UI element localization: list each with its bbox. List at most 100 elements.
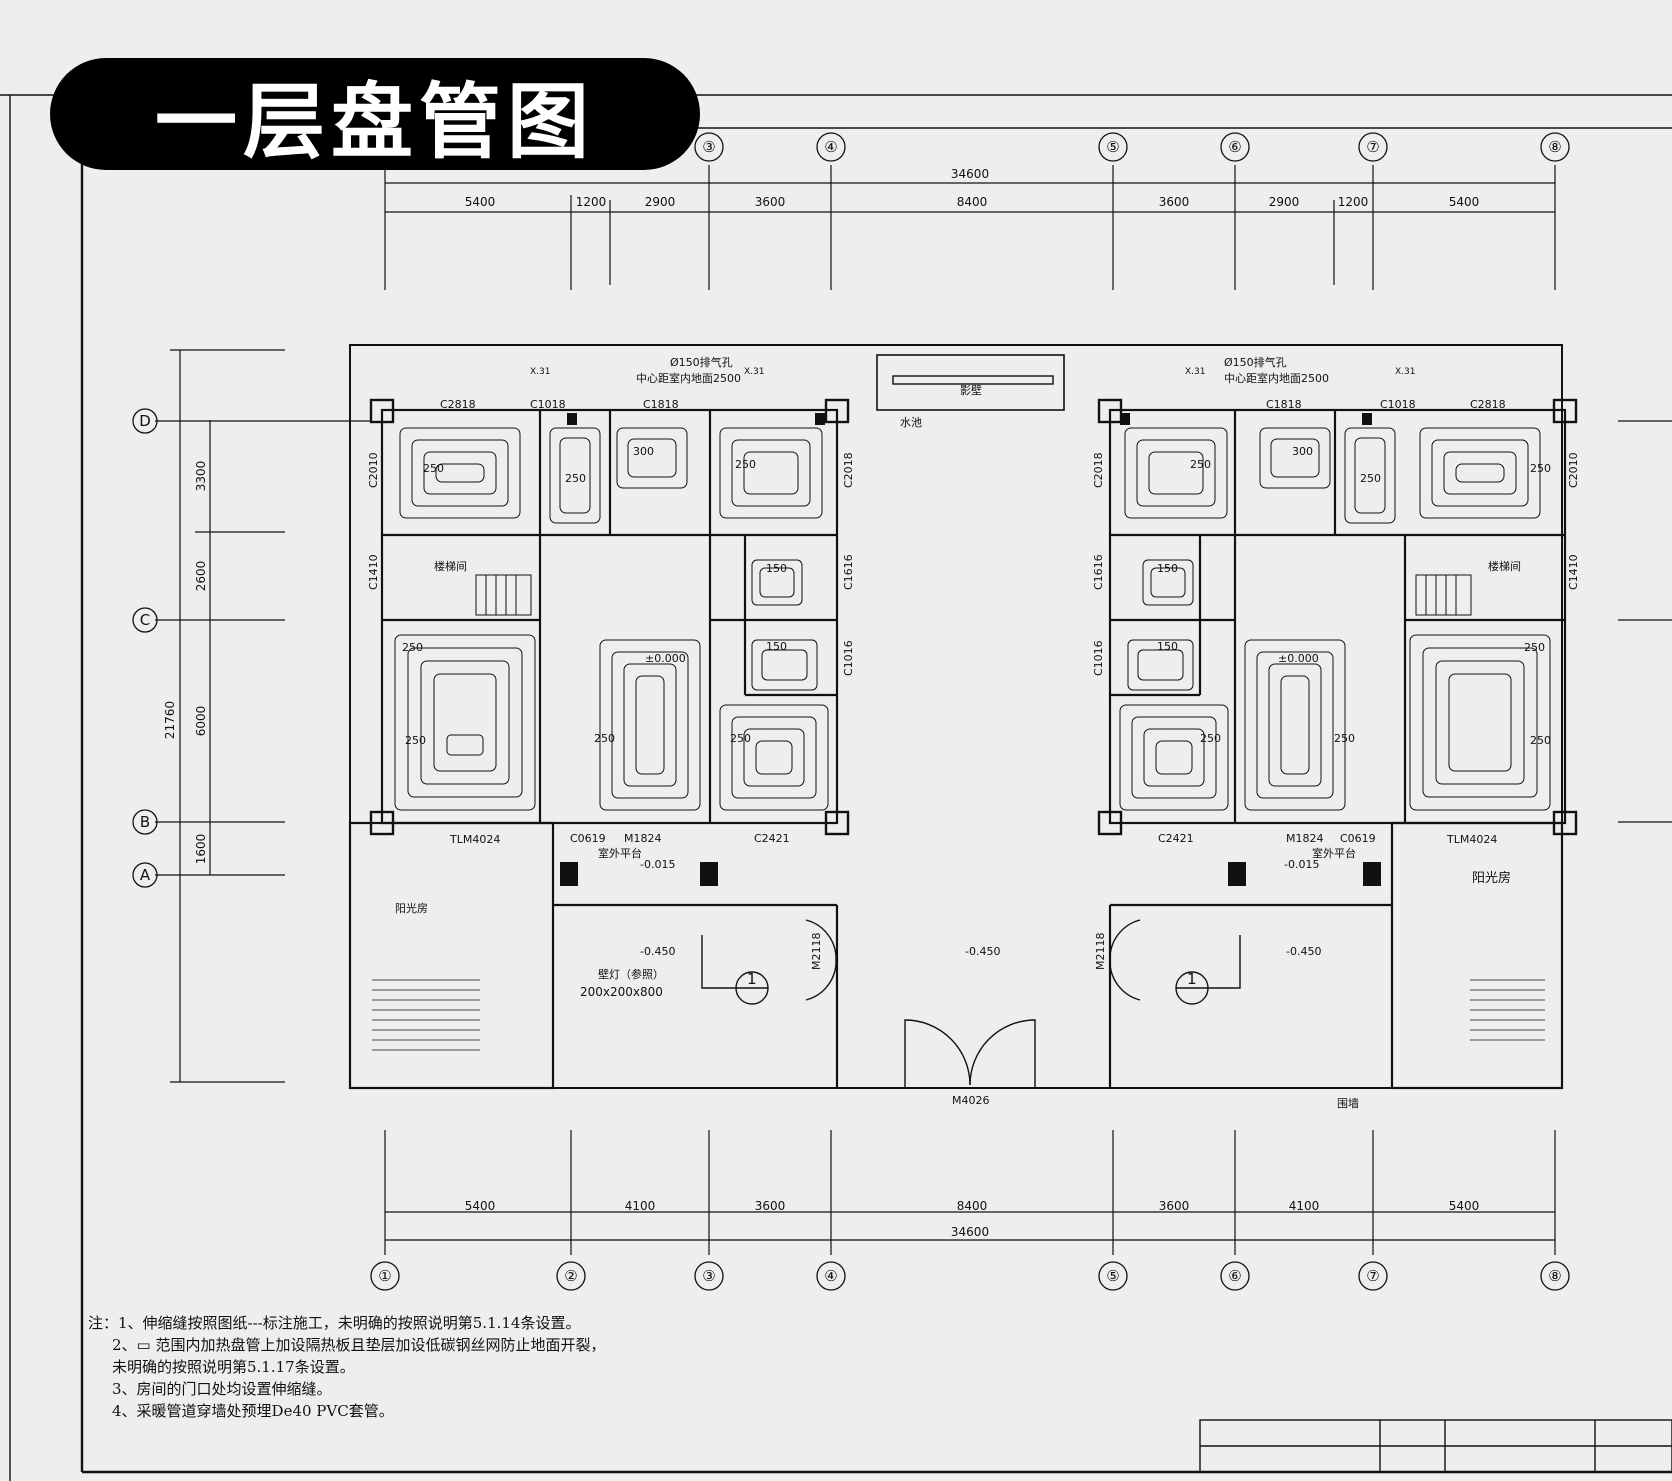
coil-spacing: 150 <box>1157 640 1178 653</box>
row-axis <box>132 408 158 888</box>
coil-spacing: 150 <box>1157 562 1178 575</box>
axis-label: ⑤ <box>1106 1267 1119 1285</box>
note-line: 2、▭ 范围内加热盘管上加设隔热板且垫层加设低碳钢丝网防止地面开裂， <box>112 1336 606 1354</box>
label-stair: 楼梯间 <box>1488 559 1521 573</box>
dim-top: 2900 <box>1269 195 1300 209</box>
coil-spacing: 250 <box>405 734 426 747</box>
door-label: M4026 <box>952 1094 990 1107</box>
coil-spacing: 300 <box>1292 445 1313 458</box>
drawing-notes: 注：1、伸缩缝按照图纸---标注施工，未明确的按照说明第5.1.14条设置。 2… <box>88 1312 648 1422</box>
dim-total-top: 34600 <box>951 167 989 181</box>
dim-bottom: 3600 <box>755 1199 786 1213</box>
window-label: C1616 <box>1092 554 1105 590</box>
window-label: C1818 <box>1266 398 1302 411</box>
door-label: M2118 <box>1094 933 1107 971</box>
dim-bottom: 4100 <box>625 1199 656 1213</box>
dim-left: 3300 <box>194 461 208 492</box>
axis-label: ⑤ <box>1106 138 1119 156</box>
axis-label: ④ <box>824 1267 837 1285</box>
dim-bottom: 4100 <box>1289 1199 1320 1213</box>
label-sunroom: 阳光房 <box>395 901 428 915</box>
window-label: C1616 <box>842 554 855 590</box>
column-axis-bottom <box>370 1261 1570 1291</box>
dim-bottom: 5400 <box>465 1199 496 1213</box>
dim-top: 5400 <box>1449 195 1480 209</box>
window-label: C1410 <box>1567 554 1580 590</box>
coil-spacing: 150 <box>766 640 787 653</box>
axis-label: ④ <box>824 138 837 156</box>
window-label: C0619 <box>1340 832 1376 845</box>
elevation: -0.450 <box>1286 945 1321 958</box>
label-terrace: 室外平台 <box>1312 846 1356 860</box>
dim-top: 8400 <box>957 195 988 209</box>
coil-spacing: 250 <box>1530 734 1551 747</box>
window-label: C2010 <box>1567 452 1580 488</box>
coil-spacing: 250 <box>730 732 751 745</box>
note-line: 4、采暖管道穿墙处预埋De40 PVC套管。 <box>112 1402 394 1420</box>
note-line: 注：1、伸缩缝按照图纸---标注施工，未明确的按照说明第5.1.14条设置。 <box>88 1314 581 1332</box>
label-vent-note: 中心距室内地面2500 <box>636 371 741 385</box>
label-terrace: 室外平台 <box>598 846 642 860</box>
axis-label: ⑧ <box>1548 138 1561 156</box>
axis-label: B <box>140 813 150 831</box>
label-xl: X.31 <box>744 367 764 377</box>
axis-label: ⑦ <box>1366 1267 1379 1285</box>
window-label: C1818 <box>643 398 679 411</box>
window-label: C1016 <box>1092 640 1105 676</box>
window-label: C2421 <box>754 832 790 845</box>
axis-label: ⑥ <box>1228 1267 1241 1285</box>
window-label: C1018 <box>530 398 566 411</box>
coil-spacing: 250 <box>1360 472 1381 485</box>
dim-bottom: 8400 <box>957 1199 988 1213</box>
window-label: C2421 <box>1158 832 1194 845</box>
label-pool-inner: 影壁 <box>960 383 982 397</box>
axis-label: ③ <box>702 1267 715 1285</box>
coil-spacing: 250 <box>735 458 756 471</box>
door-label: TLM4024 <box>449 833 500 846</box>
door-label: M2118 <box>810 933 823 971</box>
window-label: C2818 <box>1470 398 1506 411</box>
elevation: -0.015 <box>1284 858 1319 871</box>
note-line: 3、房间的门口处均设置伸缩缝。 <box>112 1380 332 1398</box>
elevation: -0.450 <box>640 945 675 958</box>
dim-top: 3600 <box>755 195 786 209</box>
label-sunroom: 阳光房 <box>1472 870 1511 886</box>
window-label: C2018 <box>1092 452 1105 488</box>
label-vent-note: 中心距室内地面2500 <box>1224 371 1329 385</box>
axis-label: D <box>139 412 151 430</box>
axis-label: A <box>140 866 151 884</box>
elevation: -0.015 <box>640 858 675 871</box>
coil-spacing: 250 <box>1524 641 1545 654</box>
door-label: M1824 <box>624 832 662 845</box>
dim-left: 1600 <box>194 834 208 865</box>
label-xl: X.31 <box>1185 367 1205 377</box>
elevation: -0.450 <box>965 945 1000 958</box>
coil-spacing: 250 <box>594 732 615 745</box>
dim-top: 1200 <box>1338 195 1369 209</box>
title-banner: 一层盘管图 <box>50 58 700 170</box>
coil-spacing: 250 <box>423 462 444 475</box>
label-stair: 楼梯间 <box>434 559 467 573</box>
window-label: C1018 <box>1380 398 1416 411</box>
axis-label: ⑥ <box>1228 138 1241 156</box>
axis-label: ① <box>378 1267 391 1285</box>
window-label: C2818 <box>440 398 476 411</box>
coil-spacing: 250 <box>565 472 586 485</box>
coil-spacing: 300 <box>633 445 654 458</box>
dim-total-left: 21760 <box>163 701 177 739</box>
label-wall-lamp: 壁灯（参照） <box>598 967 664 981</box>
window-label: C0619 <box>570 832 606 845</box>
door-label: TLM4024 <box>1446 833 1497 846</box>
label-xl: X.31 <box>1395 367 1415 377</box>
note-line: 未明确的按照说明第5.1.17条设置。 <box>112 1358 355 1376</box>
dim-top: 1200 <box>576 195 607 209</box>
window-label: C2018 <box>842 452 855 488</box>
dim-left: 2600 <box>194 561 208 592</box>
coil-spacing: 250 <box>1200 732 1221 745</box>
label-pool: 水池 <box>900 416 922 429</box>
window-label: C2010 <box>367 452 380 488</box>
elevation: ±0.000 <box>1278 652 1319 665</box>
section-number: 1 <box>747 970 757 988</box>
label-xl: X.31 <box>530 367 550 377</box>
